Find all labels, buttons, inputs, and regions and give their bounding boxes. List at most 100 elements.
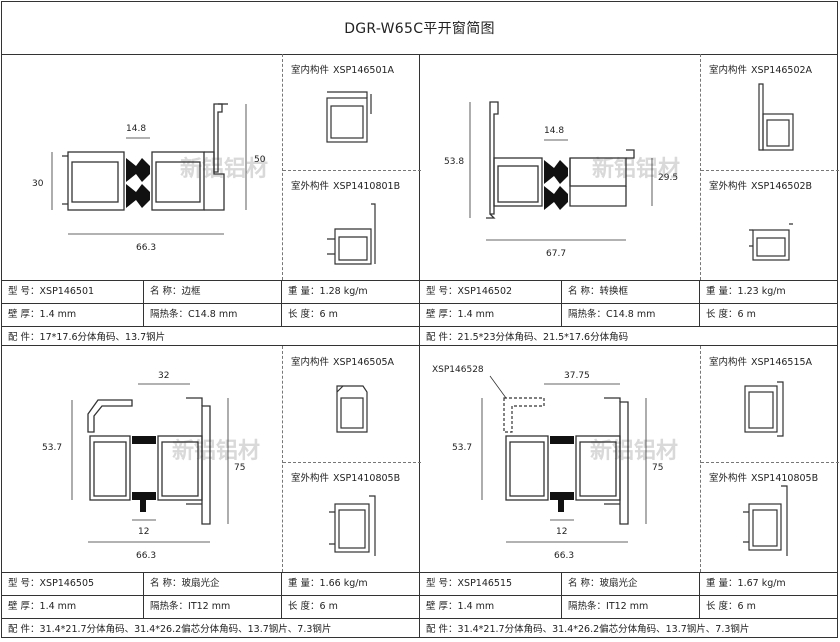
model-cell: 型 号：XSP146505	[2, 573, 144, 595]
profile-panel-3: 新铝铝材	[2, 345, 421, 641]
spec-row: 型 号：XSP146502 名 称：转换框 重 量：1.23 kg/m	[420, 281, 838, 304]
dim-total-height: 50	[254, 155, 266, 165]
dim-width: 66.3	[136, 243, 156, 253]
dim-width: 66.3	[136, 551, 156, 561]
length-cell: 长 度：6 m	[706, 601, 756, 612]
dim-top: 37.75	[564, 371, 590, 381]
thermal-cell: 隔热条：C14.8 mm	[562, 304, 700, 326]
profile-drawing-svg: 新铝铝材	[444, 101, 680, 259]
dim-strip: 12	[138, 527, 149, 537]
thermal-cell: 隔热条：IT12 mm	[144, 596, 282, 618]
thermal-cell: 隔热条：IT12 mm	[562, 596, 700, 618]
profile-outline	[486, 101, 635, 219]
profile-drawing: 新铝铝材	[420, 54, 700, 280]
spec-table: 型 号：XSP146501 名 称：边框 重 量：1.28 kg/m 壁 厚：1…	[2, 280, 420, 349]
profile-drawing-svg: 新铝铝材 XSP146528	[432, 365, 678, 561]
dim-height: 30	[32, 179, 44, 189]
profile-drawing: 新铝铝材	[2, 54, 282, 280]
wall-cell: 壁 厚：1.4 mm	[420, 304, 562, 326]
spec-row: 壁 厚：1.4 mm 隔热条：IT12 mm 长 度：6 m	[420, 596, 838, 619]
profile-outline	[87, 397, 211, 525]
thermal-strip	[544, 160, 568, 210]
model-cell: 型 号：XSP146501	[2, 281, 144, 303]
spec-table: 型 号：XSP146505 名 称：玻扇光企 重 量：1.66 kg/m 壁 厚…	[2, 572, 420, 641]
indoor-component-code: XSP146502A	[751, 65, 813, 76]
accessory-cell: 配 件：17*17.6分体角码、13.7钢片	[8, 332, 166, 343]
indoor-component-drawing	[749, 83, 794, 261]
name-cell: 名 称：转换框	[562, 281, 700, 303]
model-cell: 型 号：XSP146515	[420, 573, 562, 595]
name-cell: 名 称：边框	[144, 281, 282, 303]
watermark-text: 新铝铝材	[592, 156, 680, 182]
accessory-row: 配 件：31.4*21.7分体角码、31.4*26.2偏芯分体角码、13.7钢片…	[2, 619, 420, 641]
profile-drawing-svg: 新铝铝材	[42, 371, 260, 561]
extra-component-leader	[489, 375, 507, 399]
accessory-cell: 配 件：31.4*21.7分体角码、31.4*26.2偏芯分体角码、13.7钢片…	[426, 624, 750, 635]
spec-table: 型 号：XSP146502 名 称：转换框 重 量：1.23 kg/m 壁 厚：…	[420, 280, 838, 349]
component-divider	[701, 170, 839, 171]
weight-cell: 重 量：1.28 kg/m	[288, 286, 368, 297]
dim-height: 53.8	[444, 157, 464, 167]
wall-cell: 壁 厚：1.4 mm	[2, 304, 144, 326]
accessory-row: 配 件：21.5*23分体角码、21.5*17.6分体角码	[420, 327, 838, 349]
model-cell: 型 号：XSP146502	[420, 281, 562, 303]
extra-component-code: XSP146528	[432, 365, 484, 375]
profile-panel-1: 新铝铝材	[2, 54, 421, 349]
extra-component-outline	[503, 397, 545, 433]
component-divider	[283, 170, 421, 171]
profile-outline	[62, 103, 228, 211]
spec-row: 壁 厚：1.4 mm 隔热条：C14.8 mm 长 度：6 m	[2, 304, 420, 327]
accessory-row: 配 件：17*17.6分体角码、13.7钢片	[2, 327, 420, 349]
profile-panel-4: 新铝铝材 XSP146528	[420, 345, 839, 638]
profile-outline	[505, 397, 629, 525]
wall-cell: 壁 厚：1.4 mm	[420, 596, 562, 618]
dim-width: 66.3	[554, 551, 574, 561]
outdoor-component-code: XSP1410805B	[333, 473, 401, 484]
dimension-lines	[71, 383, 229, 543]
dimension-lines	[469, 102, 653, 241]
indoor-component-code: XSP146505A	[333, 357, 395, 368]
outdoor-component-code: XSP1410805B	[751, 473, 819, 484]
weight-cell: 重 量：1.23 kg/m	[706, 286, 786, 297]
spec-row: 壁 厚：1.4 mm 隔热条：IT12 mm 长 度：6 m	[2, 596, 420, 619]
name-cell: 名 称：玻扇光企	[562, 573, 700, 595]
accessory-cell: 配 件：31.4*21.7分体角码、31.4*26.2偏芯分体角码、13.7钢片…	[8, 624, 332, 635]
dim-height: 53.7	[42, 443, 62, 453]
dim-top: 32	[158, 371, 169, 381]
dim-strip: 12	[556, 527, 567, 537]
spec-row: 壁 厚：1.4 mm 隔热条：C14.8 mm 长 度：6 m	[420, 304, 838, 327]
length-cell: 长 度：6 m	[288, 601, 338, 612]
thermal-cell: 隔热条：C14.8 mm	[144, 304, 282, 326]
indoor-component-code: XSP146515A	[751, 357, 813, 368]
name-cell: 名 称：玻扇光企	[144, 573, 282, 595]
spec-row: 型 号：XSP146505 名 称：玻扇光企 重 量：1.66 kg/m	[2, 573, 420, 596]
dim-total-height: 75	[652, 463, 663, 473]
weight-cell: 重 量：1.67 kg/m	[706, 578, 786, 589]
component-divider	[283, 462, 421, 463]
profile-drawing: 新铝铝材	[2, 346, 282, 572]
spec-row: 型 号：XSP146515 名 称：玻扇光企 重 量：1.67 kg/m	[420, 573, 838, 596]
indoor-component-drawing	[326, 91, 376, 265]
length-cell: 长 度：6 m	[706, 309, 756, 320]
dim-strip: 14.8	[126, 124, 146, 134]
dimension-lines	[51, 104, 247, 235]
outdoor-component-code: XSP1410801B	[333, 181, 401, 192]
weight-cell: 重 量：1.66 kg/m	[288, 578, 368, 589]
indoor-component-code: XSP146501A	[333, 65, 395, 76]
indoor-component-drawing	[743, 381, 788, 556]
profile-panel-2: 新铝铝材	[420, 54, 839, 349]
dim-width: 67.7	[546, 249, 566, 259]
dimension-lines	[481, 383, 647, 543]
profile-drawing: 新铝铝材 XSP146528	[420, 346, 700, 572]
dim-strip: 14.8	[544, 126, 564, 136]
page-title: DGR-W65C平开窗简图	[2, 2, 837, 55]
